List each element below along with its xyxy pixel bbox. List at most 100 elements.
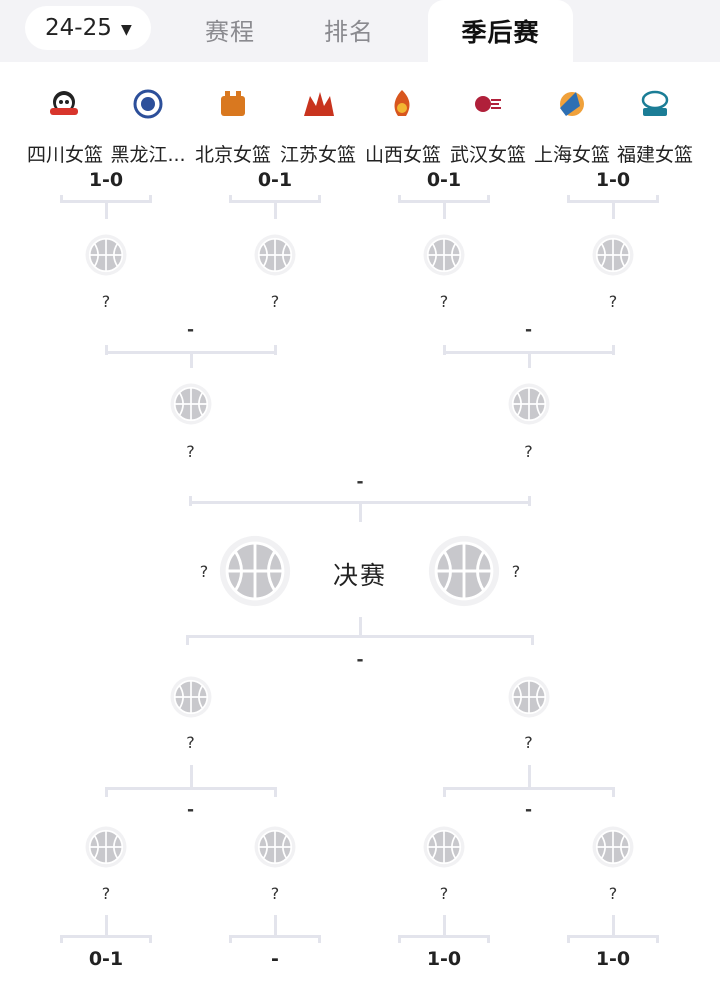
team-name[interactable]: 四川女篮 — [26, 144, 103, 166]
unknown-team-mark: ? — [524, 442, 533, 461]
basketball-placeholder-icon — [423, 826, 465, 868]
bracket-connector — [443, 200, 446, 219]
unknown-team-mark: ? — [608, 292, 618, 311]
castle-logo-icon — [215, 86, 251, 122]
bracket-connector — [443, 345, 446, 355]
bracket-connector — [105, 915, 108, 938]
pending-score: - — [186, 320, 195, 340]
bracket-connector — [105, 787, 277, 790]
basketball-placeholder-icon — [423, 234, 465, 276]
unknown-team-mark: ? — [270, 884, 280, 903]
bracket-connector — [274, 345, 277, 355]
bracket-connector — [443, 787, 446, 797]
basketball-placeholder-icon — [254, 234, 296, 276]
tab-playoffs[interactable]: 季后赛 — [428, 0, 573, 62]
dragon-logo-icon — [300, 86, 336, 122]
basketball-placeholder-icon — [592, 826, 634, 868]
basketball-placeholder-icon — [170, 383, 212, 425]
series-score: 0-1 — [257, 169, 293, 191]
unknown-team-mark: ? — [199, 562, 209, 581]
team-name[interactable]: 山西女篮 — [364, 144, 441, 166]
bracket-connector — [274, 915, 277, 938]
bracket-connector — [612, 787, 615, 797]
bracket-connector — [656, 195, 659, 203]
playoff-bracket: 四川女篮黑龙江... 北京女篮江苏女篮山西女篮武汉女篮上海女篮福建女篮 1-0 0-1… — [0, 62, 720, 981]
bracket-connector — [359, 617, 362, 638]
unknown-team-mark: ? — [101, 884, 111, 903]
bracket-connector — [229, 935, 232, 943]
bracket-connector — [531, 635, 534, 645]
bracket-connector — [443, 787, 615, 790]
bracket-connector — [149, 195, 152, 203]
team-name[interactable]: 武汉女篮 — [449, 144, 526, 166]
team-name[interactable]: 上海女篮 — [533, 144, 610, 166]
bracket-connector — [567, 935, 570, 943]
bracket-connector — [487, 935, 490, 943]
final-label: 决赛 — [333, 561, 388, 590]
bracket-connector — [612, 915, 615, 938]
bracket-connector — [359, 501, 362, 522]
bracket-connector — [398, 935, 490, 938]
basketball-placeholder-icon — [219, 535, 291, 607]
flame-logo-icon — [384, 86, 420, 122]
bracket-connector — [186, 635, 534, 638]
bracket-connector — [60, 935, 152, 938]
panda-logo-icon — [46, 86, 82, 122]
bracket-connector — [105, 345, 108, 355]
bracket-connector — [60, 195, 63, 203]
bracket-connector — [656, 935, 659, 943]
unknown-team-mark: ? — [270, 292, 280, 311]
bracket-connector — [274, 200, 277, 219]
pending-score: - — [356, 650, 364, 670]
series-score: 0-1 — [426, 169, 462, 191]
team-name[interactable]: 黑龙江... — [110, 144, 186, 166]
team-name[interactable]: 北京女篮 — [194, 144, 271, 166]
bracket-connector — [318, 195, 321, 203]
unknown-team-mark: ? — [439, 884, 449, 903]
bracket-connector — [189, 351, 193, 368]
basketball-placeholder-icon — [254, 826, 296, 868]
bracket-connector — [527, 351, 531, 368]
bracket-connector — [612, 345, 615, 355]
pending-score: - — [356, 472, 364, 492]
pending-score: - — [524, 800, 533, 820]
unknown-team-mark: ? — [524, 733, 533, 752]
bracket-connector — [60, 935, 63, 943]
bracket-connector — [229, 195, 232, 203]
fujian-logo-icon — [637, 86, 673, 122]
series-score: 1-0 — [595, 169, 631, 191]
bracket-connector — [189, 765, 193, 789]
series-score: 1-0 — [426, 948, 462, 970]
series-score: - — [271, 948, 279, 970]
bracket-connector — [527, 765, 531, 789]
basketball-placeholder-icon — [85, 826, 127, 868]
bracket-connector — [487, 195, 490, 203]
series-score: 1-0 — [595, 948, 631, 970]
basketball-placeholder-icon — [592, 234, 634, 276]
series-score: 1-0 — [88, 169, 124, 191]
shark-logo-icon — [554, 86, 590, 122]
pending-score: - — [186, 800, 195, 820]
team-name[interactable]: 福建女篮 — [616, 144, 693, 166]
tab-schedule[interactable]: 赛程 — [205, 18, 255, 46]
basketball-placeholder-icon — [508, 383, 550, 425]
pending-score: - — [524, 320, 533, 340]
unknown-team-mark: ? — [608, 884, 618, 903]
season-select[interactable]: 24-25 ▼ — [25, 6, 151, 50]
bracket-connector — [149, 935, 152, 943]
bracket-connector — [105, 787, 108, 797]
tab-standings[interactable]: 排名 — [324, 18, 374, 46]
top-bar: 24-25 ▼ 赛程 排名 季后赛 — [0, 0, 720, 62]
unknown-team-mark: ? — [101, 292, 111, 311]
unknown-team-mark: ? — [511, 562, 521, 581]
bracket-connector — [318, 935, 321, 943]
unknown-team-mark: ? — [186, 733, 195, 752]
unknown-team-mark: ? — [439, 292, 449, 311]
unknown-team-mark: ? — [186, 442, 195, 461]
university-seal-logo-icon — [130, 86, 166, 122]
basketball-placeholder-icon — [170, 676, 212, 718]
basketball-placeholder-icon — [508, 676, 550, 718]
team-name[interactable]: 江苏女篮 — [279, 144, 356, 166]
bracket-connector — [567, 195, 570, 203]
basketball-placeholder-icon — [428, 535, 500, 607]
